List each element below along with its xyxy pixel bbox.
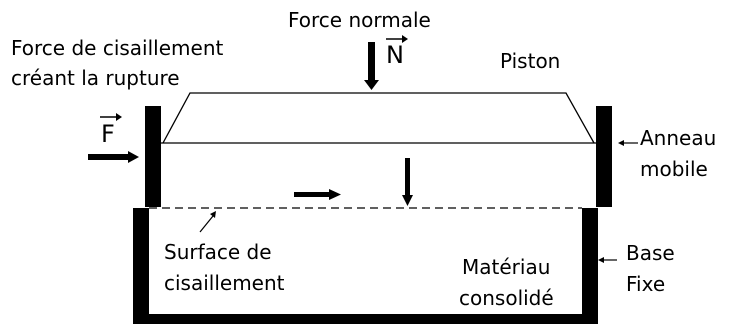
anneau-pointer-arrow bbox=[618, 140, 638, 146]
shear-force-arrow bbox=[88, 151, 139, 163]
piston-shape bbox=[162, 92, 595, 144]
surface-label-line1: Surface de bbox=[164, 240, 272, 264]
surface-label-line2: cisaillement bbox=[164, 271, 285, 295]
ring-left-bar bbox=[145, 106, 161, 207]
base-bottom bbox=[133, 314, 598, 324]
force-cisaillement-label-line1: Force de cisaillement bbox=[11, 36, 224, 60]
materiau-label-line2: consolidé bbox=[459, 286, 554, 310]
ring-right-bar bbox=[596, 106, 612, 207]
piston-label: Piston bbox=[500, 49, 561, 73]
force-normale-label: Force normale bbox=[288, 8, 431, 32]
force-cisaillement-label-line2: créant la rupture bbox=[11, 66, 180, 90]
base-label-line2: Fixe bbox=[626, 272, 666, 296]
f-symbol-label: F bbox=[101, 120, 115, 148]
base-label-line1: Base bbox=[626, 241, 675, 265]
base-left-wall bbox=[133, 208, 149, 322]
surface-pointer-arrow bbox=[199, 211, 216, 233]
inner-normal-arrow bbox=[402, 158, 413, 206]
n-symbol-label: N bbox=[386, 41, 404, 69]
anneau-label-line2: mobile bbox=[640, 157, 708, 181]
base-pointer-arrow bbox=[598, 257, 617, 263]
inner-shear-arrow bbox=[294, 189, 341, 200]
f-vector-arrow bbox=[100, 113, 122, 121]
normal-force-arrow bbox=[364, 42, 379, 90]
anneau-label-line1: Anneau bbox=[640, 126, 717, 150]
base-right-wall bbox=[582, 208, 598, 322]
n-vector-arrow bbox=[386, 35, 408, 43]
materiau-label-line1: Matériau bbox=[462, 255, 551, 279]
